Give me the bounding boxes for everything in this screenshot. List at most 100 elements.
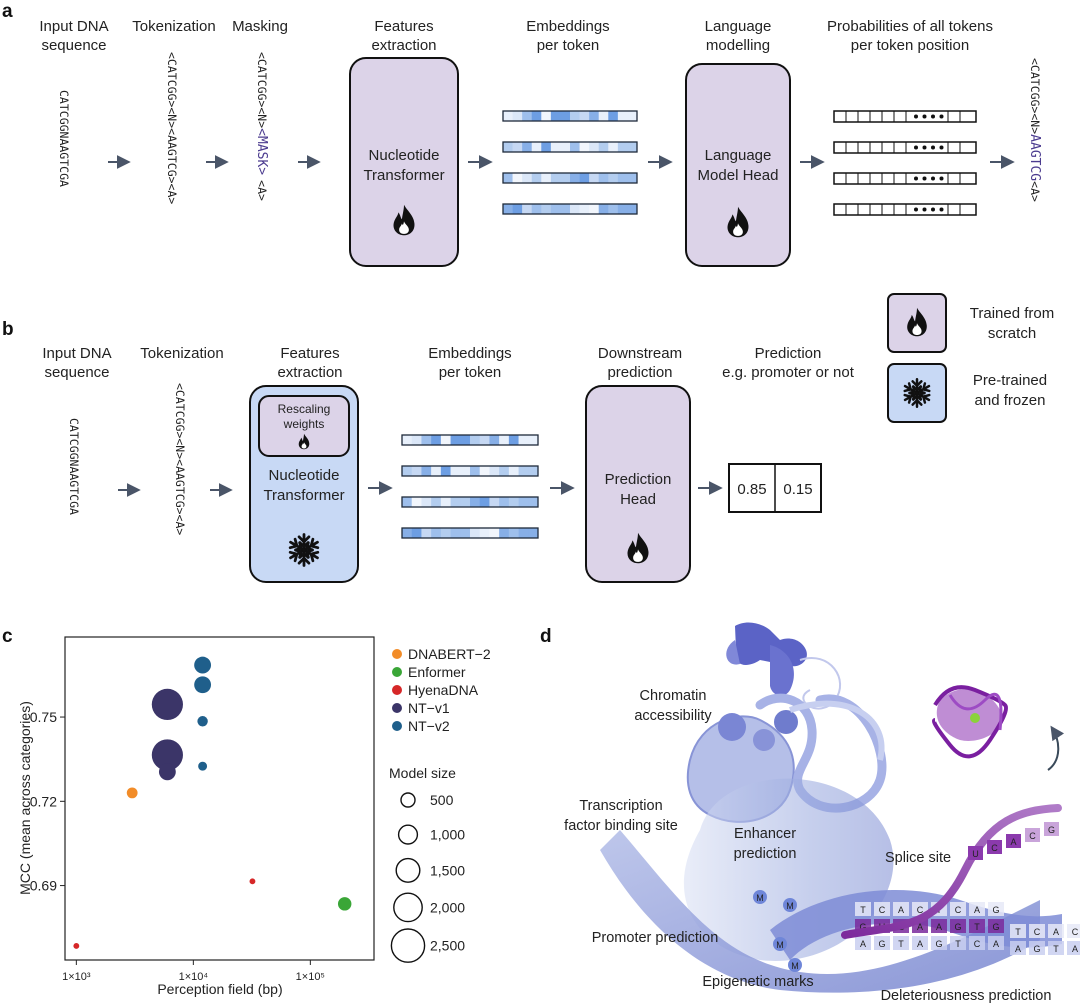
embedding-cell (518, 528, 529, 538)
embedding-cell (470, 466, 481, 476)
a-probability-rows (833, 110, 977, 216)
embedding-cell (608, 173, 619, 183)
base-pair-cell (969, 919, 985, 933)
embedding-cell (489, 435, 500, 445)
base-pair-cell (855, 902, 871, 916)
embedding-cell (617, 142, 628, 152)
rna-base-cell (987, 840, 1002, 854)
label-promoter-prediction: Promoter prediction (592, 930, 719, 946)
embedding-cell (508, 466, 519, 476)
embedding-cell (421, 466, 432, 476)
embedding-cell (450, 435, 461, 445)
embedding-cell (421, 528, 432, 538)
base-letter: T (974, 922, 980, 932)
embedding-cell (431, 497, 442, 507)
b-input-sequence: CATCGGNAAGTCGA (67, 418, 81, 515)
scatter-point (194, 676, 212, 694)
embedding-cell (411, 466, 422, 476)
embedding-cell (440, 497, 451, 507)
legend-marker (392, 703, 402, 713)
rna-base-cell (968, 846, 983, 860)
x-axis-label: Perception field (bp) (157, 981, 282, 997)
embedding-cell (560, 142, 571, 152)
base-pair-cell (855, 936, 871, 950)
rna-base-letter: C (991, 843, 998, 853)
embedding-vector (401, 527, 539, 539)
embedding-cell (489, 528, 500, 538)
embedding-cell (421, 435, 432, 445)
embedding-cell (508, 528, 519, 538)
base-letter: A (917, 922, 923, 932)
base-letter: A (974, 905, 980, 915)
base-letter: T (1015, 927, 1021, 937)
embedding-cell (541, 173, 552, 183)
base-pair-cell (1048, 924, 1064, 938)
methyl-mark-label: M (756, 893, 764, 903)
rna-base-letter: G (1048, 825, 1055, 835)
b-embeddings (401, 434, 539, 539)
base-pair-cell (893, 902, 909, 916)
embedding-cell (402, 435, 413, 445)
b-output-value-2: 0.15 (783, 481, 812, 498)
embedding-cell (421, 497, 432, 507)
x-tick-label: 1×10³ (62, 971, 91, 983)
embedding-cell (489, 497, 500, 507)
embedding-cell (402, 497, 413, 507)
ellipsis-dot (939, 176, 944, 181)
embedding-cell (522, 173, 533, 183)
base-pair-cell (874, 936, 890, 950)
embedding-cell (518, 435, 529, 445)
embedding-cell (589, 204, 600, 214)
embedding-cell (608, 142, 619, 152)
panel-d-letter: d (540, 626, 552, 647)
embedding-cell (598, 142, 609, 152)
base-letter: G (992, 905, 999, 915)
base-letter: G (992, 922, 999, 932)
base-pair-cell (912, 936, 928, 950)
embedding-vector (502, 110, 638, 122)
embedding-cell (528, 528, 539, 538)
base-letter: A (898, 905, 904, 915)
embedding-cell (440, 466, 451, 476)
embedding-cell (512, 173, 523, 183)
embedding-cell (503, 111, 513, 121)
x-tick-label: 1×10⁵ (296, 971, 325, 983)
embedding-cell (499, 466, 510, 476)
embedding-cell (589, 173, 600, 183)
methyl-mark (773, 937, 787, 951)
base-pair-cell (1029, 941, 1045, 955)
base-letter: C (955, 905, 962, 915)
embedding-cell (541, 204, 552, 214)
scatter-point (126, 787, 138, 799)
embedding-cell (608, 204, 619, 214)
embedding-vector (502, 172, 638, 184)
a-output-tokens: <CATCGG><N>AAGTCG<A> (1027, 58, 1042, 202)
label-epigenetic-marks: Epigenetic marks (702, 974, 813, 990)
y-tick-label: 0.72 (30, 793, 57, 809)
embedding-cell (560, 173, 571, 183)
size-legend-label: 2,500 (430, 938, 465, 954)
ellipsis-dot (922, 145, 927, 150)
size-legend-circle (393, 892, 423, 923)
legend-marker (392, 667, 402, 677)
legend-label: Enformer (408, 664, 466, 680)
embedding-vector (401, 434, 539, 446)
methyl-mark-label: M (786, 901, 794, 911)
panel-d: d TCACTCAGGUGAAGTGAGTAGTCATCACTAGTAG UCA… (540, 622, 1080, 1004)
ellipsis-dot (922, 176, 927, 181)
embedding-cell (570, 142, 580, 152)
ellipsis-dot (939, 145, 944, 150)
b-header-tokenization: Tokenization (140, 345, 223, 362)
size-legend-title: Model size (389, 765, 456, 781)
base-pair-cell (1067, 924, 1080, 938)
base-pair-cell (931, 919, 947, 933)
